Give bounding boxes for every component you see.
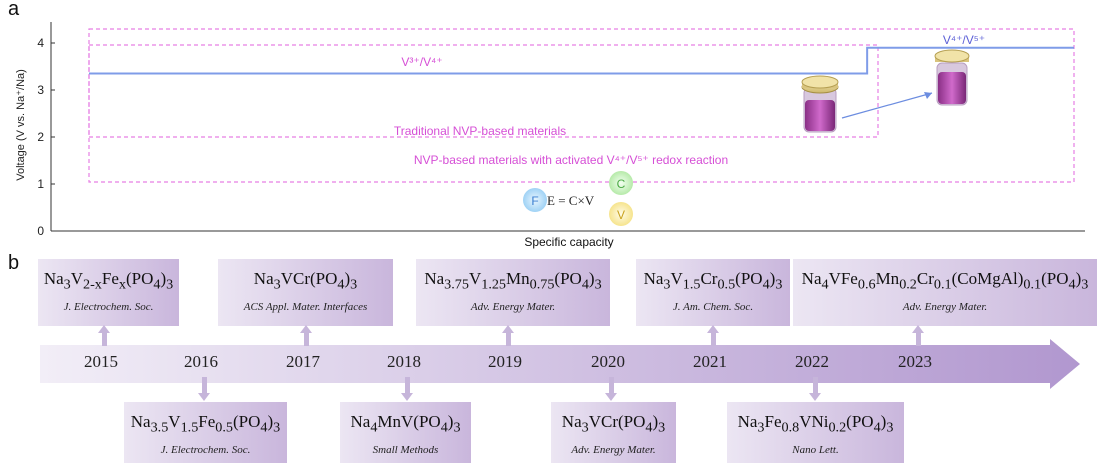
material-formula: Na4MnV(PO4)3 bbox=[350, 412, 461, 436]
bubble-f-icon bbox=[523, 188, 547, 212]
timeline-connector-tip bbox=[605, 393, 617, 401]
material-formula: Na3VCr(PO4)3 bbox=[253, 269, 358, 293]
material-formula: Na3VCr(PO4)3 bbox=[561, 412, 666, 436]
y-tick-label: 2 bbox=[37, 130, 44, 144]
formula-text: E = C×V bbox=[547, 193, 595, 208]
y-tick-label: 3 bbox=[37, 83, 44, 97]
timeline-connector-tip bbox=[300, 325, 312, 333]
bubble-v-icon bbox=[609, 202, 633, 226]
timeline-connector-tip bbox=[98, 325, 110, 333]
y-tick-label: 0 bbox=[37, 224, 44, 238]
material-formula: Na4VFe0.6Mn0.2Cr0.1(CoMgAl)0.1(PO4)3 bbox=[801, 269, 1089, 293]
timeline-entry-2021: Na3V1.5Cr0.5(PO4)3 J. Am. Chem. Soc. bbox=[636, 259, 790, 326]
redox-low-label: V³⁺/V⁴⁺ bbox=[401, 55, 442, 69]
timeline-connector bbox=[609, 377, 614, 393]
y-tick-label: 4 bbox=[37, 36, 44, 50]
journal-name: ACS Appl. Mater. Interfaces bbox=[243, 301, 368, 314]
material-formula: Na3.5V1.5Fe0.5(PO4)3 bbox=[130, 412, 281, 436]
bubble-v-label: V bbox=[617, 208, 625, 222]
journal-name: Adv. Energy Mater. bbox=[470, 301, 556, 314]
x-axis-title: Specific capacity bbox=[524, 235, 613, 249]
upgrade-arrow-head bbox=[924, 92, 932, 99]
timeline-connector bbox=[202, 377, 207, 393]
material-formula: Na3V2-xFex(PO4)3 bbox=[43, 269, 174, 293]
timeline-arrow bbox=[40, 339, 1080, 389]
timeline-connector-tip bbox=[401, 393, 413, 401]
panel-a-label: a bbox=[8, 0, 20, 20]
year-label-2021: 2021 bbox=[693, 352, 727, 371]
traditional-materials-label: Traditional NVP-based materials bbox=[394, 124, 566, 138]
panel-b-label: b bbox=[8, 252, 20, 274]
year-label-2018: 2018 bbox=[387, 352, 421, 371]
activated-materials-label: NVP-based materials with activated V⁴⁺/V… bbox=[414, 153, 728, 167]
journal-name: J. Am. Chem. Soc. bbox=[672, 301, 754, 314]
upgrade-arrow bbox=[841, 92, 933, 119]
year-label-2016: 2016 bbox=[184, 352, 218, 371]
timeline-connector-tip bbox=[502, 325, 514, 333]
voltage-profile-line bbox=[89, 46, 1074, 75]
journal-name: Adv. Energy Mater. bbox=[571, 444, 656, 457]
battery-jar-small-icon bbox=[801, 75, 839, 133]
year-label-2022: 2022 bbox=[795, 352, 829, 371]
journal-name: J. Electrochem. Soc. bbox=[160, 444, 251, 457]
year-label-2020: 2020 bbox=[591, 352, 625, 371]
timeline-connector-tip bbox=[707, 325, 719, 333]
timeline-connector-tip bbox=[809, 393, 821, 401]
voltage-chart: 0 1 2 3 4 Voltage (V vs. Na⁺/Na) Specific ca… bbox=[15, 22, 1085, 249]
timeline-connector-tip bbox=[912, 325, 924, 333]
material-formula: Na3.75V1.25Mn0.75(PO4)3 bbox=[424, 269, 602, 293]
timeline-connector bbox=[102, 332, 107, 346]
year-label-2019: 2019 bbox=[488, 352, 522, 371]
battery-jar-large-icon bbox=[934, 49, 970, 106]
bubble-c-label: C bbox=[617, 177, 626, 191]
year-label-2015: 2015 bbox=[84, 352, 118, 371]
material-formula: Na3Fe0.8VNi0.2(PO4)3 bbox=[737, 412, 894, 436]
year-label-2023: 2023 bbox=[898, 352, 932, 371]
timeline-connector-tip bbox=[198, 393, 210, 401]
timeline-connector bbox=[405, 377, 410, 393]
timeline-connector bbox=[813, 377, 818, 393]
redox-high-label: V⁴⁺/V⁵⁺ bbox=[943, 33, 985, 47]
bubble-c-icon bbox=[609, 171, 633, 195]
energy-formula: F E = C×V C V bbox=[523, 171, 633, 226]
y-axis-title: Voltage (V vs. Na⁺/Na) bbox=[15, 69, 27, 181]
y-tick-label: 1 bbox=[37, 177, 44, 191]
timeline-connector bbox=[304, 332, 309, 346]
journal-name: Nano Lett. bbox=[792, 444, 839, 457]
material-formula: Na3V1.5Cr0.5(PO4)3 bbox=[643, 269, 783, 293]
timeline-connector bbox=[916, 332, 921, 346]
bubble-f-label: F bbox=[531, 194, 538, 208]
journal-name: Small Methods bbox=[372, 444, 439, 457]
journal-name: Adv. Energy Mater. bbox=[902, 301, 988, 314]
timeline-connector bbox=[506, 332, 511, 346]
traditional-materials-box bbox=[88, 44, 879, 138]
journal-name: J. Electrochem. Soc. bbox=[63, 301, 154, 314]
timeline-entry-2015: Na3V2-xFex(PO4)3 J. Electrochem. Soc. bbox=[38, 259, 179, 326]
timeline-connector bbox=[711, 332, 716, 346]
year-label-2017: 2017 bbox=[286, 352, 320, 371]
timeline-entry-2016: Na3.5V1.5Fe0.5(PO4)3 J. Electrochem. Soc. bbox=[124, 402, 287, 463]
